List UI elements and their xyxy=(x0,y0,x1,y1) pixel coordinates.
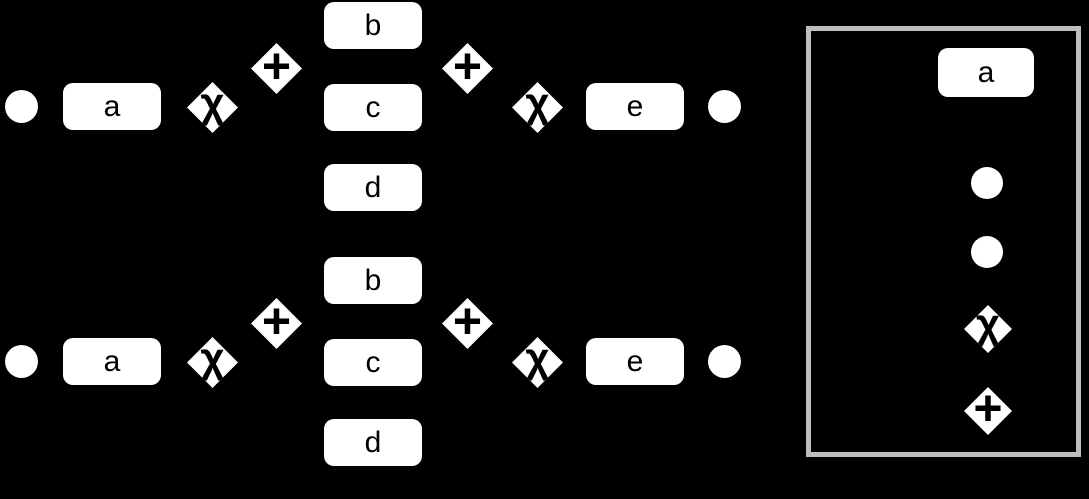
xor-gateway-split-icon: χ xyxy=(187,337,238,388)
xor-glyph: χ xyxy=(975,300,1001,347)
end-event-icon xyxy=(708,345,741,378)
and-glyph: + xyxy=(452,292,483,349)
task-label: a xyxy=(103,89,121,123)
xor-gateway-join-icon: χ xyxy=(512,337,563,388)
task-label: b xyxy=(364,8,382,42)
xor-glyph: χ xyxy=(525,78,550,126)
xor-gateway-split-icon: χ xyxy=(187,82,238,133)
task-node-a: a xyxy=(63,338,161,385)
legend-task-label: a xyxy=(977,55,995,89)
task-label: e xyxy=(626,89,644,123)
xor-glyph: χ xyxy=(200,333,225,381)
and-glyph: + xyxy=(261,37,292,94)
and-gateway-split-icon: + xyxy=(251,298,302,349)
task-node-d: d xyxy=(324,419,422,466)
and-glyph: + xyxy=(261,292,292,349)
start-event-icon xyxy=(5,345,38,378)
legend-end-event-icon xyxy=(971,236,1003,268)
xor-gateway-join-icon: χ xyxy=(512,82,563,133)
task-label: c xyxy=(365,90,381,124)
task-label: d xyxy=(364,425,382,459)
xor-glyph: χ xyxy=(525,333,550,381)
and-gateway-split-icon: + xyxy=(251,43,302,94)
process-row-bottom: a χ + b c d + χ e xyxy=(0,255,770,490)
and-gateway-join-icon: + xyxy=(442,43,493,94)
task-label: b xyxy=(364,263,382,297)
task-node-a: a xyxy=(63,83,161,130)
task-node-c: c xyxy=(324,84,422,131)
legend-task-node: a xyxy=(938,48,1034,97)
and-gateway-join-icon: + xyxy=(442,298,493,349)
task-label: d xyxy=(364,170,382,204)
legend-xor-gateway-icon: χ xyxy=(964,305,1012,353)
task-node-e: e xyxy=(586,338,684,385)
legend-start-event-icon xyxy=(971,167,1003,199)
task-node-e: e xyxy=(586,83,684,130)
xor-glyph: χ xyxy=(200,78,225,126)
process-row-top: a χ + b c d + χ e xyxy=(0,0,770,235)
and-glyph: + xyxy=(452,37,483,94)
end-event-icon xyxy=(708,90,741,123)
legend-and-gateway-icon: + xyxy=(964,387,1012,435)
task-node-d: d xyxy=(324,164,422,211)
task-label: c xyxy=(365,345,381,379)
legend-panel: a χ + xyxy=(806,26,1081,457)
start-event-icon xyxy=(5,90,38,123)
and-glyph: + xyxy=(973,380,1003,436)
task-label: a xyxy=(103,344,121,378)
task-node-c: c xyxy=(324,339,422,386)
task-label: e xyxy=(626,344,644,378)
task-node-b: b xyxy=(324,2,422,49)
task-node-b: b xyxy=(324,257,422,304)
